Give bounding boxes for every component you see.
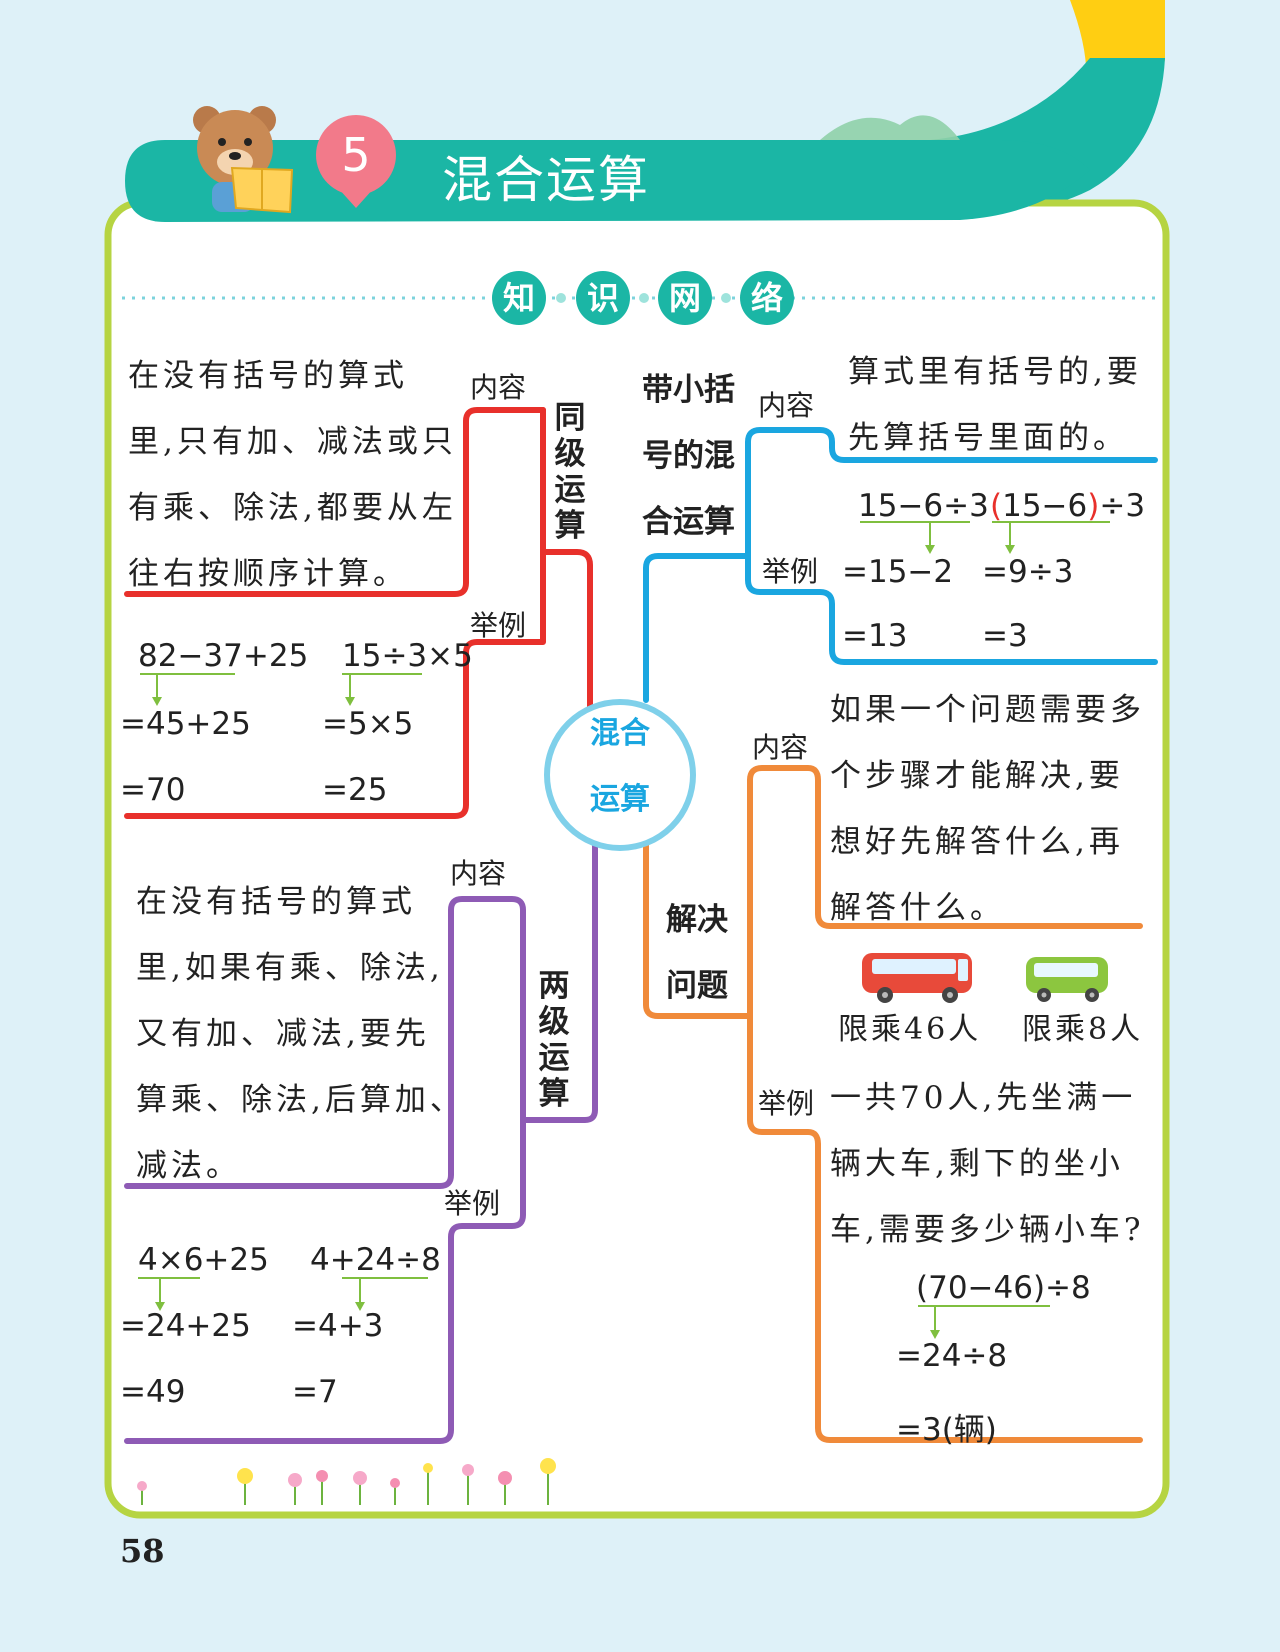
same-level-example-label: 举例: [470, 609, 527, 642]
small-bus-icon: [1026, 957, 1108, 1002]
chapter-badge: [316, 115, 396, 208]
chapter-number: 5: [341, 128, 371, 182]
brackets-title-line: 带小括: [642, 372, 735, 408]
brackets-content-line: 先算括号里面的。: [848, 420, 1128, 456]
problem-solution-line: =24÷8: [896, 1338, 1008, 1374]
brackets-title-line: 合运算: [642, 504, 735, 540]
problem-title-line: 问题: [666, 968, 728, 1004]
blue-branch-lines: [643, 427, 1158, 703]
purple-branch-lines: [124, 835, 598, 1444]
two-level-content-line: 在没有括号的算式: [136, 884, 416, 920]
same-level-content-line: 里,只有加、减法或只: [128, 424, 457, 460]
two-level-example-a: =49: [120, 1374, 186, 1410]
big-bus-icon: [862, 953, 972, 1003]
close-paren: ): [1087, 488, 1100, 524]
same-level-example-a: 82−37+25: [138, 638, 309, 674]
chapter-title: 混合运算: [442, 151, 650, 209]
orange-branch-lines: [643, 765, 1143, 1443]
same-level-content-label: 内容: [470, 371, 527, 404]
two-level-content-line: 又有加、减法,要先: [136, 1016, 430, 1052]
page-number: 58: [120, 1532, 165, 1570]
same-level-content-line: 有乘、除法,都要从左: [128, 490, 457, 526]
problem-content-line: 解答什么。: [830, 890, 1005, 926]
problem-example-label: 举例: [758, 1087, 815, 1120]
two-level-content-line: 里,如果有乘、除法,: [136, 950, 444, 986]
same-level-content-line: 往右按顺序计算。: [128, 556, 408, 592]
two-level-example-b: 4+24÷8: [310, 1242, 441, 1278]
problem-content-line: 想好先解答什么,再: [830, 824, 1124, 860]
same-level-content-line: 在没有括号的算式: [128, 358, 408, 394]
section-title-char: 络: [750, 279, 783, 317]
problem-content-line: 如果一个问题需要多: [830, 692, 1145, 728]
center-node-line: 运算: [590, 782, 650, 817]
problem-title-line: 解决: [666, 902, 728, 938]
section-title-char: 知: [502, 279, 535, 317]
center-node-line: 混合: [590, 716, 650, 751]
problem-example-line: 车,需要多少辆小车?: [830, 1212, 1145, 1248]
center-circle: [544, 699, 696, 851]
two-level-content-line: 算乘、除法,后算加、: [136, 1082, 465, 1118]
brackets-example-a: 15−6÷3: [858, 488, 989, 524]
brackets-content-label: 内容: [758, 389, 815, 422]
problem-example-line: 辆大车,剩下的坐小: [830, 1146, 1124, 1182]
same-level-example-b: 15÷3×5: [342, 638, 473, 674]
small-bus-caption: 限乘8人: [1022, 1012, 1144, 1047]
section-title-badges: [492, 271, 794, 325]
bear-reading-icon: [193, 106, 294, 214]
problem-example-line: 一共70人,先坐满一: [830, 1080, 1137, 1116]
brackets-content-line: 算式里有括号的,要: [848, 354, 1142, 390]
paren-inner: 15−6: [1002, 488, 1088, 524]
two-level-content-line: 减法。: [136, 1148, 241, 1184]
brackets-example-b: =9÷3: [982, 554, 1074, 590]
section-title-char: 识: [586, 279, 619, 317]
problem-content-label: 内容: [752, 731, 809, 764]
brackets-example-b: =3: [982, 618, 1028, 654]
two-level-example-b: =4+3: [292, 1308, 384, 1344]
paren-tail: ÷3: [1099, 488, 1146, 524]
problem-solution-line: =3(辆): [896, 1412, 997, 1448]
brackets-example-label: 举例: [762, 555, 819, 588]
red-branch-lines: [124, 407, 593, 819]
problem-solution-line: (70−46)÷8: [916, 1270, 1091, 1306]
same-level-example-b: =25: [322, 772, 388, 808]
two-level-title: 两级运算: [538, 968, 570, 1112]
brackets-example-b-head: (15−6)÷3: [990, 488, 1145, 524]
same-level-example-b: =5×5: [322, 706, 414, 742]
open-paren: (: [990, 488, 1003, 524]
two-level-example-a: 4×6+25: [138, 1242, 269, 1278]
two-level-example-label: 举例: [444, 1187, 501, 1220]
hills-decoration: [820, 115, 960, 140]
same-level-example-a: =45+25: [120, 706, 251, 742]
flowers-decoration: [137, 1458, 556, 1505]
section-title-char: 网: [668, 279, 701, 317]
brackets-title-line: 号的混: [642, 438, 735, 474]
brackets-example-a: =13: [842, 618, 908, 654]
two-level-example-a: =24+25: [120, 1308, 251, 1344]
problem-content-line: 个步骤才能解决,要: [830, 758, 1124, 794]
two-level-content-label: 内容: [450, 857, 507, 890]
same-level-title: 同级运算: [554, 400, 586, 544]
two-level-example-b: =7: [292, 1374, 338, 1410]
same-level-example-a: =70: [120, 772, 186, 808]
big-bus-caption: 限乘46人: [838, 1012, 982, 1047]
brackets-example-a: =15−2: [842, 554, 954, 590]
example-arrows: [138, 521, 1110, 1339]
